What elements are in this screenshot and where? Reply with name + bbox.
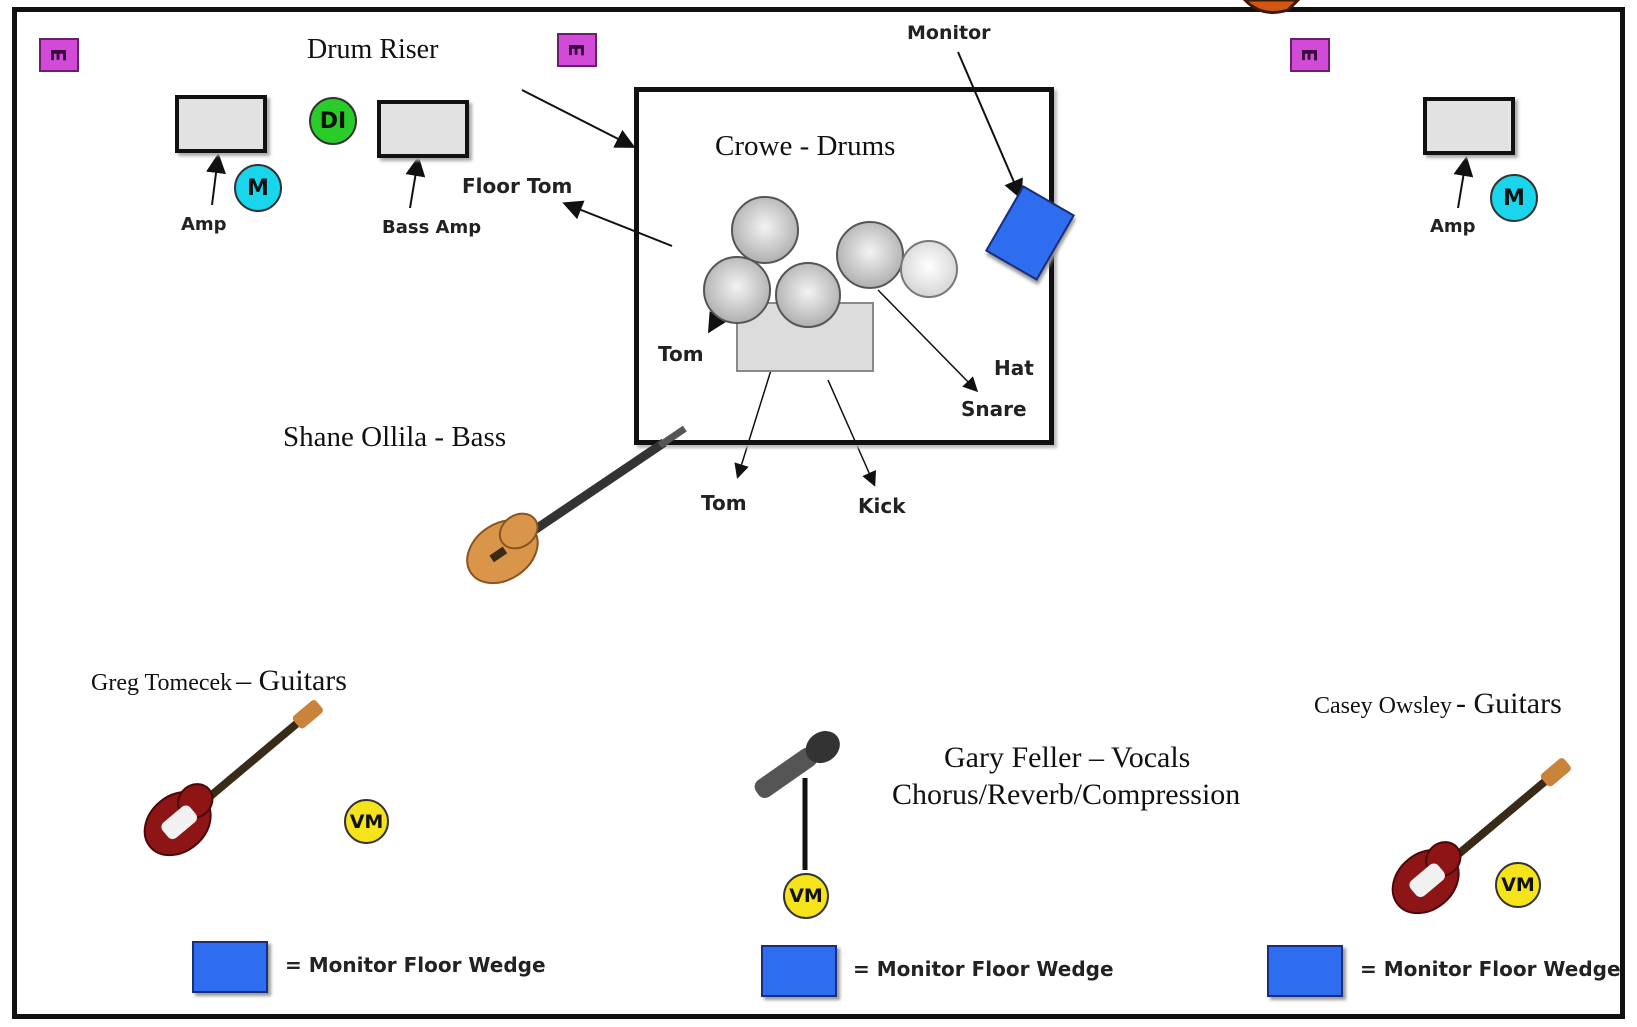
guitarist-right-role: - Guitars	[1455, 687, 1562, 720]
legend-wedge-icon-center	[761, 945, 837, 997]
monitor-arrow	[957, 51, 1023, 200]
bass-amp-box	[377, 100, 469, 158]
amp-right-label: Amp	[1430, 216, 1476, 237]
vocal-monitor-badge-left: VM	[344, 799, 389, 844]
hi-hat-cymbal	[900, 240, 958, 298]
rack-tom-top	[731, 196, 799, 264]
di-box-badge: DI	[309, 97, 357, 145]
amp-left-box	[175, 95, 267, 153]
snare-arrow	[877, 289, 979, 393]
tom-bottom-label: Tom	[701, 491, 747, 515]
snare-label: Snare	[961, 397, 1027, 421]
amp-left-label: Amp	[181, 214, 227, 235]
monitor-label: Monitor	[907, 22, 991, 44]
vocal-monitor-badge-right: VM	[1495, 862, 1541, 908]
bassist-label: Shane Ollila - Bass	[283, 421, 507, 453]
drum-riser-label: Drum Riser	[307, 34, 439, 65]
amp-right-arrow	[1453, 156, 1474, 209]
legend-wedge-label-center: = Monitor Floor Wedge	[853, 957, 1114, 981]
vocalist-label: Gary Feller – Vocals	[944, 741, 1191, 774]
electrical-outlet-right: E	[1290, 38, 1330, 72]
legend-wedge-icon-left	[192, 941, 268, 993]
legend-wedge-label-right: = Monitor Floor Wedge	[1360, 957, 1621, 981]
corner-logo-fragment	[1242, 0, 1301, 14]
drum-riser-arrow	[521, 89, 636, 148]
kick-arrow	[827, 379, 877, 487]
guitarist-right-name: Casey Owsley	[1314, 693, 1452, 719]
electrical-outlet-center: E	[557, 33, 597, 67]
bass-amp-arrow	[405, 156, 426, 209]
amp-right-box	[1423, 97, 1515, 155]
drummer-label: Crowe - Drums	[715, 130, 896, 162]
guitarist-left-label: Greg Tomecek – Guitars	[91, 664, 347, 698]
floor-tom-drum	[836, 221, 904, 289]
bass-amp-label: Bass Amp	[382, 217, 482, 238]
monitor-mix-badge-right: M	[1490, 174, 1538, 222]
monitor-mix-badge-left: M	[234, 164, 282, 212]
floor-tom-label: Floor Tom	[462, 174, 573, 198]
kick-label: Kick	[858, 494, 906, 518]
vocal-effects-label: Chorus/Reverb/Compression	[892, 778, 1241, 811]
rack-tom-center	[775, 262, 841, 328]
guitarist-left-role: – Guitars	[236, 664, 347, 697]
legend-wedge-label-left: = Monitor Floor Wedge	[285, 953, 546, 977]
amp-left-arrow	[206, 153, 226, 206]
guitarist-right-label: Casey Owsley - Guitars	[1314, 687, 1562, 721]
hat-label: Hat	[994, 356, 1034, 380]
guitarist-left-name: Greg Tomecek	[91, 670, 233, 696]
vocal-monitor-badge-center: VM	[783, 873, 829, 919]
rack-tom-left	[703, 256, 771, 324]
legend-wedge-icon-right	[1267, 945, 1343, 997]
electrical-outlet-left: E	[39, 38, 79, 72]
stage-border	[12, 7, 1625, 1019]
floor-tom-arrow	[562, 200, 673, 247]
tom-left-label: Tom	[658, 342, 704, 366]
drum-riser-platform	[634, 87, 1054, 445]
